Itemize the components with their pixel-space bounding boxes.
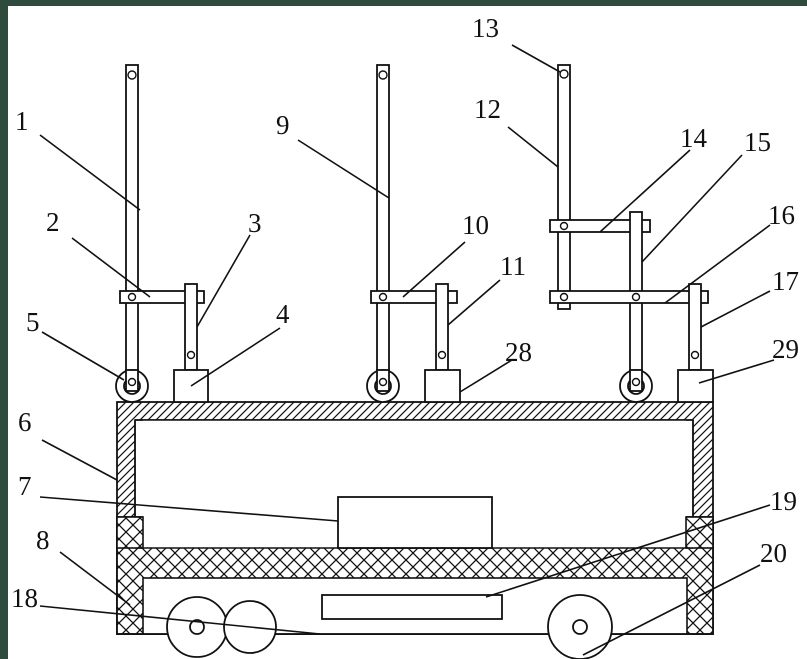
label-12: 12 — [474, 94, 501, 124]
label-9: 9 — [276, 110, 290, 140]
label-15: 15 — [744, 127, 771, 157]
assembly-left — [115, 64, 209, 403]
label-6: 6 — [18, 407, 32, 437]
label-17: 17 — [772, 266, 799, 296]
label-18: 18 — [11, 583, 38, 613]
label-29: 29 — [772, 334, 799, 364]
assembly-right — [549, 64, 714, 403]
label-8: 8 — [36, 525, 50, 555]
mechanical-diagram: 1 2 3 4 5 6 7 8 18 9 10 11 28 13 12 14 1… — [11, 13, 799, 659]
wheels — [166, 594, 613, 659]
label-2: 2 — [46, 207, 60, 237]
assembly-middle — [366, 64, 461, 403]
label-11: 11 — [500, 251, 526, 281]
component-box-7 — [337, 496, 493, 549]
label-20: 20 — [760, 538, 787, 568]
leader-lines — [39, 44, 775, 656]
label-10: 10 — [462, 210, 489, 240]
label-13: 13 — [472, 13, 499, 43]
label-5: 5 — [26, 307, 40, 337]
part-labels: 1 2 3 4 5 6 7 8 18 9 10 11 28 13 12 14 1… — [11, 13, 799, 613]
label-28: 28 — [505, 337, 532, 367]
label-14: 14 — [680, 123, 708, 153]
component-plate-19 — [321, 594, 503, 620]
label-1: 1 — [15, 106, 29, 136]
label-3: 3 — [248, 208, 262, 238]
label-16: 16 — [768, 200, 795, 230]
diagram-canvas: 1 2 3 4 5 6 7 8 18 9 10 11 28 13 12 14 1… — [8, 6, 807, 659]
label-7: 7 — [18, 471, 32, 501]
label-4: 4 — [276, 299, 290, 329]
label-19: 19 — [770, 486, 797, 516]
